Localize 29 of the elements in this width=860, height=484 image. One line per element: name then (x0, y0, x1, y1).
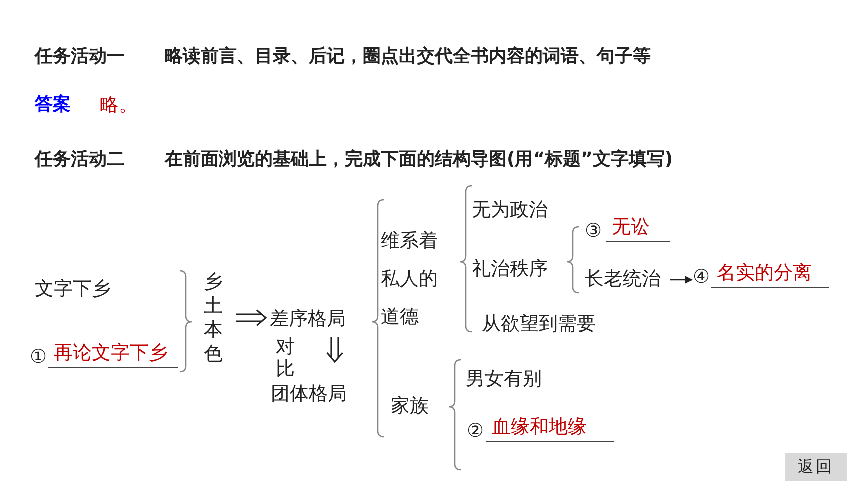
circled-number: ② (467, 420, 484, 442)
topic-text: 差序格局 (270, 308, 346, 330)
topic-text: 无为政治 (472, 199, 548, 221)
topic-text: 长老统治 (585, 268, 661, 290)
fill-in-line: 无讼 (606, 216, 670, 242)
topic-text: 男女有别 (466, 368, 542, 390)
circled-number: ④ (693, 266, 710, 288)
heading-text: 略读前言、目录、后记，圈点出交代全书内容的词语、句子等 (165, 46, 651, 68)
topic-text: 礼治秩序 (472, 258, 548, 280)
topic-text: 文字下乡 (35, 278, 111, 300)
heading-text: 答案 (35, 94, 71, 116)
topic-text: 乡土本色 (204, 270, 226, 366)
fill-in-line: 血缘和地缘 (486, 416, 614, 442)
answer-text: 略。 (100, 94, 138, 116)
arrow (670, 276, 693, 284)
heading-text: 任务活动二 (35, 149, 125, 171)
circled-number: ③ (585, 220, 602, 242)
back-button: 返回 (785, 453, 847, 481)
arrow (235, 310, 268, 326)
heading-text: 在前面浏览的基础上，完成下面的结构导图(用“标题”文字填写) (165, 149, 674, 171)
topic-text: 从欲望到需要 (482, 313, 596, 335)
topic-text: 维系着私人的道德 (381, 222, 451, 336)
arrow (326, 336, 344, 364)
fill-in-line: 名实的分离 (711, 262, 830, 288)
topic-text: 家族 (391, 395, 429, 417)
fill-in-line: 再论文字下乡 (48, 342, 178, 368)
circled-number: ① (30, 346, 48, 368)
topic-text: 团体格局 (271, 383, 347, 405)
heading-text: 任务活动一 (35, 46, 125, 68)
